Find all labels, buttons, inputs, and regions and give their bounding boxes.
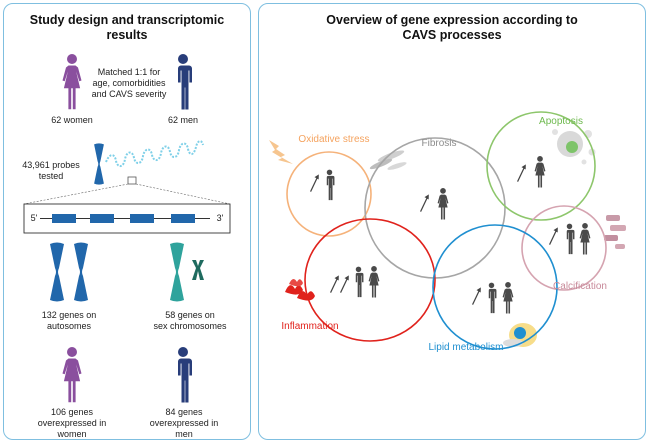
men-overexpressed-result: 84 genes overexpressed in men [132,407,236,440]
men-over-line3: men [175,429,193,439]
sex-line1: 58 genes on [165,310,215,320]
women-over-line1: 106 genes [50,407,94,417]
fibrosis-woman-icon [437,188,449,220]
zoom-line-right [135,183,231,205]
inflammation-woman-icon [368,266,380,298]
women-overexpressed-result: 106 genes overexpressed in women [18,407,126,440]
matched-line1: Matched 1:1 for [97,67,161,77]
exon-1 [52,214,76,223]
calcification-circle [521,205,607,291]
probes-line1: 43,961 probes [22,160,80,170]
dna-strand-icon [105,140,204,167]
men-count: 62 men [167,115,199,125]
fibroblast-cells-icon [369,150,407,170]
man-icon [177,54,192,110]
gene-expression-overview-panel: Overview of gene expression according to… [258,3,646,440]
autosomes-result: 132 genes on autosomes [24,310,114,332]
sex-chromosomes-result: 58 genes on sex chromosomes [140,310,240,332]
exon-3 [130,214,154,223]
fibrosis-label: Fibrosis [421,138,457,149]
sex-line2: sex chromosomes [153,321,227,331]
calcification-woman-icon [579,223,591,255]
man-overexpressed-icon [177,347,192,403]
left-title-line1: Study design and transcriptomic [29,13,225,27]
inflammation-circle [304,218,436,342]
five-prime-label: 5' [30,213,38,223]
autosomes-line2: autosomes [46,321,92,331]
inflammation-up-arrow-icon-2 [339,274,350,294]
matching-criteria: Matched 1:1 for age, comorbidities and C… [84,67,174,100]
women-over-line2: overexpressed in [37,418,107,428]
men-over-line1: 84 genes [165,407,203,417]
woman-overexpressed-icon [62,347,82,403]
calcification-label: Calcification [553,281,607,292]
lipid-metabolism-label: Lipid metabolism [428,342,504,353]
right-title-line1: Overview of gene expression according to [326,13,578,27]
autosome-icon-1 [50,242,64,302]
apoptotic-cell-icon [552,129,596,165]
left-title-line2: results [106,28,148,42]
oxidative-stress-circle [286,151,372,237]
apoptosis-woman-icon [534,156,546,188]
exon-4 [171,214,195,223]
lightning-icon [269,140,293,164]
apoptosis-up-arrow-icon [516,163,527,183]
lipid-man-icon [488,282,497,314]
fibrosis-circle [364,137,506,279]
lipid-up-arrow-icon [471,286,482,306]
process-venn-diagram [269,111,626,350]
oxidative-stress-label: Oxidative stress [298,134,370,145]
lipid-metabolism-circle [432,224,558,350]
matched-line3: and CAVS severity [91,89,167,99]
exon-2 [90,214,114,223]
inflammation-up-arrow-icon-1 [329,274,340,294]
three-prime-label: 3' [216,213,224,223]
woman-icon [62,54,82,110]
x-chromosome-icon [170,242,184,302]
probes-line2: tested [38,171,64,181]
oxidative-up-arrow-icon [309,173,320,193]
zoom-line-left [23,183,129,205]
oxidative-man-icon [326,169,335,201]
right-title-line2: CAVS processes [402,28,502,42]
men-over-line2: overexpressed in [149,418,219,428]
calcium-crystals-icon [604,215,626,249]
probes-tested: 43,961 probes tested [12,160,90,182]
right-panel-title: Overview of gene expression according to… [259,13,645,43]
y-chromosome-icon [192,260,204,280]
inflammation-cells-icon [285,278,315,301]
apoptosis-circle [486,111,596,221]
lipid-droplet-icon [503,323,537,347]
matched-line2: age, comorbidities [92,78,166,88]
women-over-line3: women [57,429,87,439]
chromosome-icon [94,143,104,185]
study-design-panel: Study design and transcriptomic results … [3,3,251,440]
left-panel-title: Study design and transcriptomic results [4,13,250,43]
inflammation-label: Inflammation [281,321,339,332]
zoom-box [127,176,137,185]
women-count: 62 women [51,115,93,125]
calcification-up-arrow-icon [548,226,559,246]
inflammation-man-icon [355,266,364,298]
calcification-man-icon [566,223,575,255]
study-design-graphics [23,54,231,403]
autosomes-line1: 132 genes on [41,310,97,320]
autosome-icon-2 [74,242,88,302]
apoptosis-label: Apoptosis [539,116,583,127]
lipid-woman-icon [502,282,514,314]
fibrosis-up-arrow-icon [419,193,430,213]
